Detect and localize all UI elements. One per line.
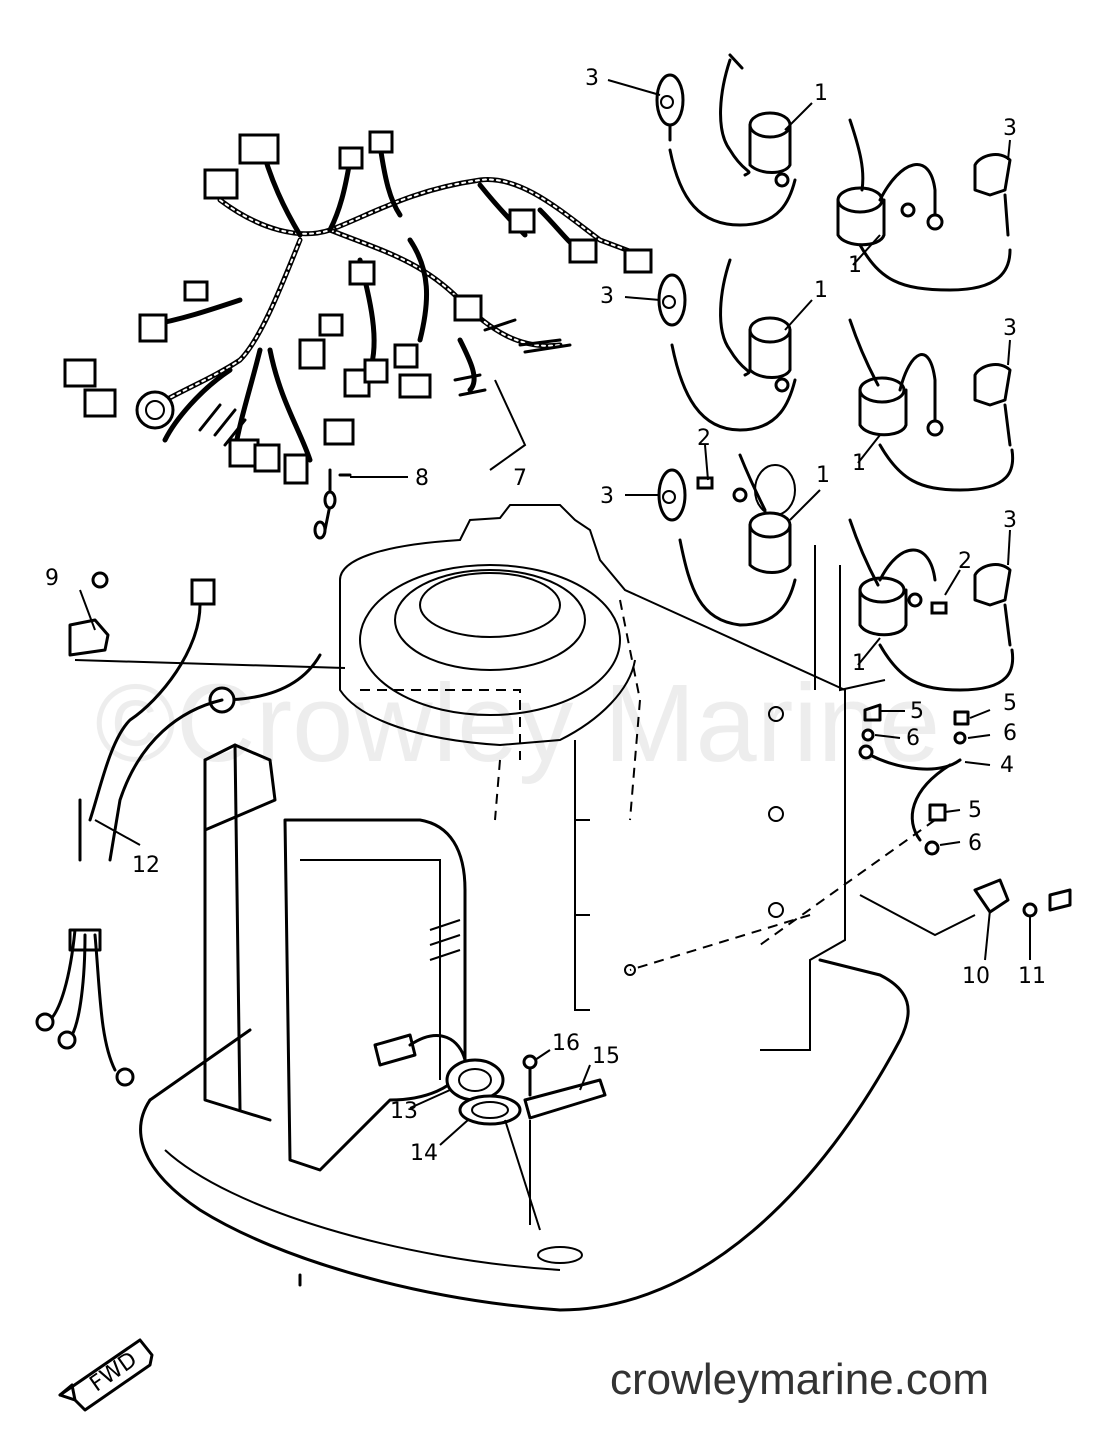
control-box	[203, 743, 467, 1172]
battery-cable-assembly	[35, 571, 346, 1087]
callout-3: 3	[600, 284, 614, 309]
callout-1: 1	[814, 81, 828, 106]
callout-2: 2	[697, 426, 711, 451]
callout-2: 2	[958, 549, 972, 574]
callout-12: 12	[132, 853, 160, 878]
callout-8: 8	[415, 466, 429, 491]
callout-6: 6	[1003, 721, 1017, 746]
callout-3: 3	[585, 66, 599, 91]
callout-5: 5	[1003, 691, 1017, 716]
callout-14: 14	[410, 1141, 438, 1166]
clamp-and-nut	[859, 878, 1072, 937]
callout-1: 1	[852, 651, 866, 676]
callout-11: 11	[1018, 964, 1046, 989]
callout-labels: 3 1 3 1 3 1 3 1 2 1 3 3 2 1 5 5 6 6 4 5 …	[45, 66, 1046, 1166]
ignition-coil-row-1	[655, 53, 1012, 292]
forward-direction-badge: FWD	[58, 1338, 154, 1412]
bottom-cowling	[139, 958, 910, 1312]
callout-15: 15	[592, 1044, 620, 1069]
switch-assembly	[373, 1033, 607, 1231]
callout-3: 3	[1003, 316, 1017, 341]
callout-16: 16	[552, 1031, 580, 1056]
callout-1: 1	[848, 253, 862, 278]
callout-7: 7	[513, 466, 527, 491]
callout-5: 5	[968, 798, 982, 823]
callout-3: 3	[600, 484, 614, 509]
ignition-coil-row-2	[657, 258, 1015, 492]
callout-10: 10	[962, 964, 990, 989]
callout-9: 9	[45, 566, 59, 591]
callout-6: 6	[906, 726, 920, 751]
callout-1: 1	[852, 451, 866, 476]
coil-bracket	[624, 545, 936, 976]
wire-harness	[63, 130, 653, 540]
callout-5: 5	[910, 699, 924, 724]
callout-13: 13	[390, 1099, 418, 1124]
powerhead-outline	[339, 504, 846, 1051]
callout-3: 3	[1003, 116, 1017, 141]
ignition-coil-row-3	[657, 453, 1015, 692]
callout-1: 1	[816, 463, 830, 488]
site-url: crowleymarine.com	[610, 1355, 989, 1404]
callout-4: 4	[1000, 753, 1014, 778]
leader-lines	[79, 79, 1031, 1146]
callout-6: 6	[968, 831, 982, 856]
ground-lead-assembly	[858, 703, 970, 856]
callout-3: 3	[1003, 508, 1017, 533]
callout-1: 1	[814, 278, 828, 303]
